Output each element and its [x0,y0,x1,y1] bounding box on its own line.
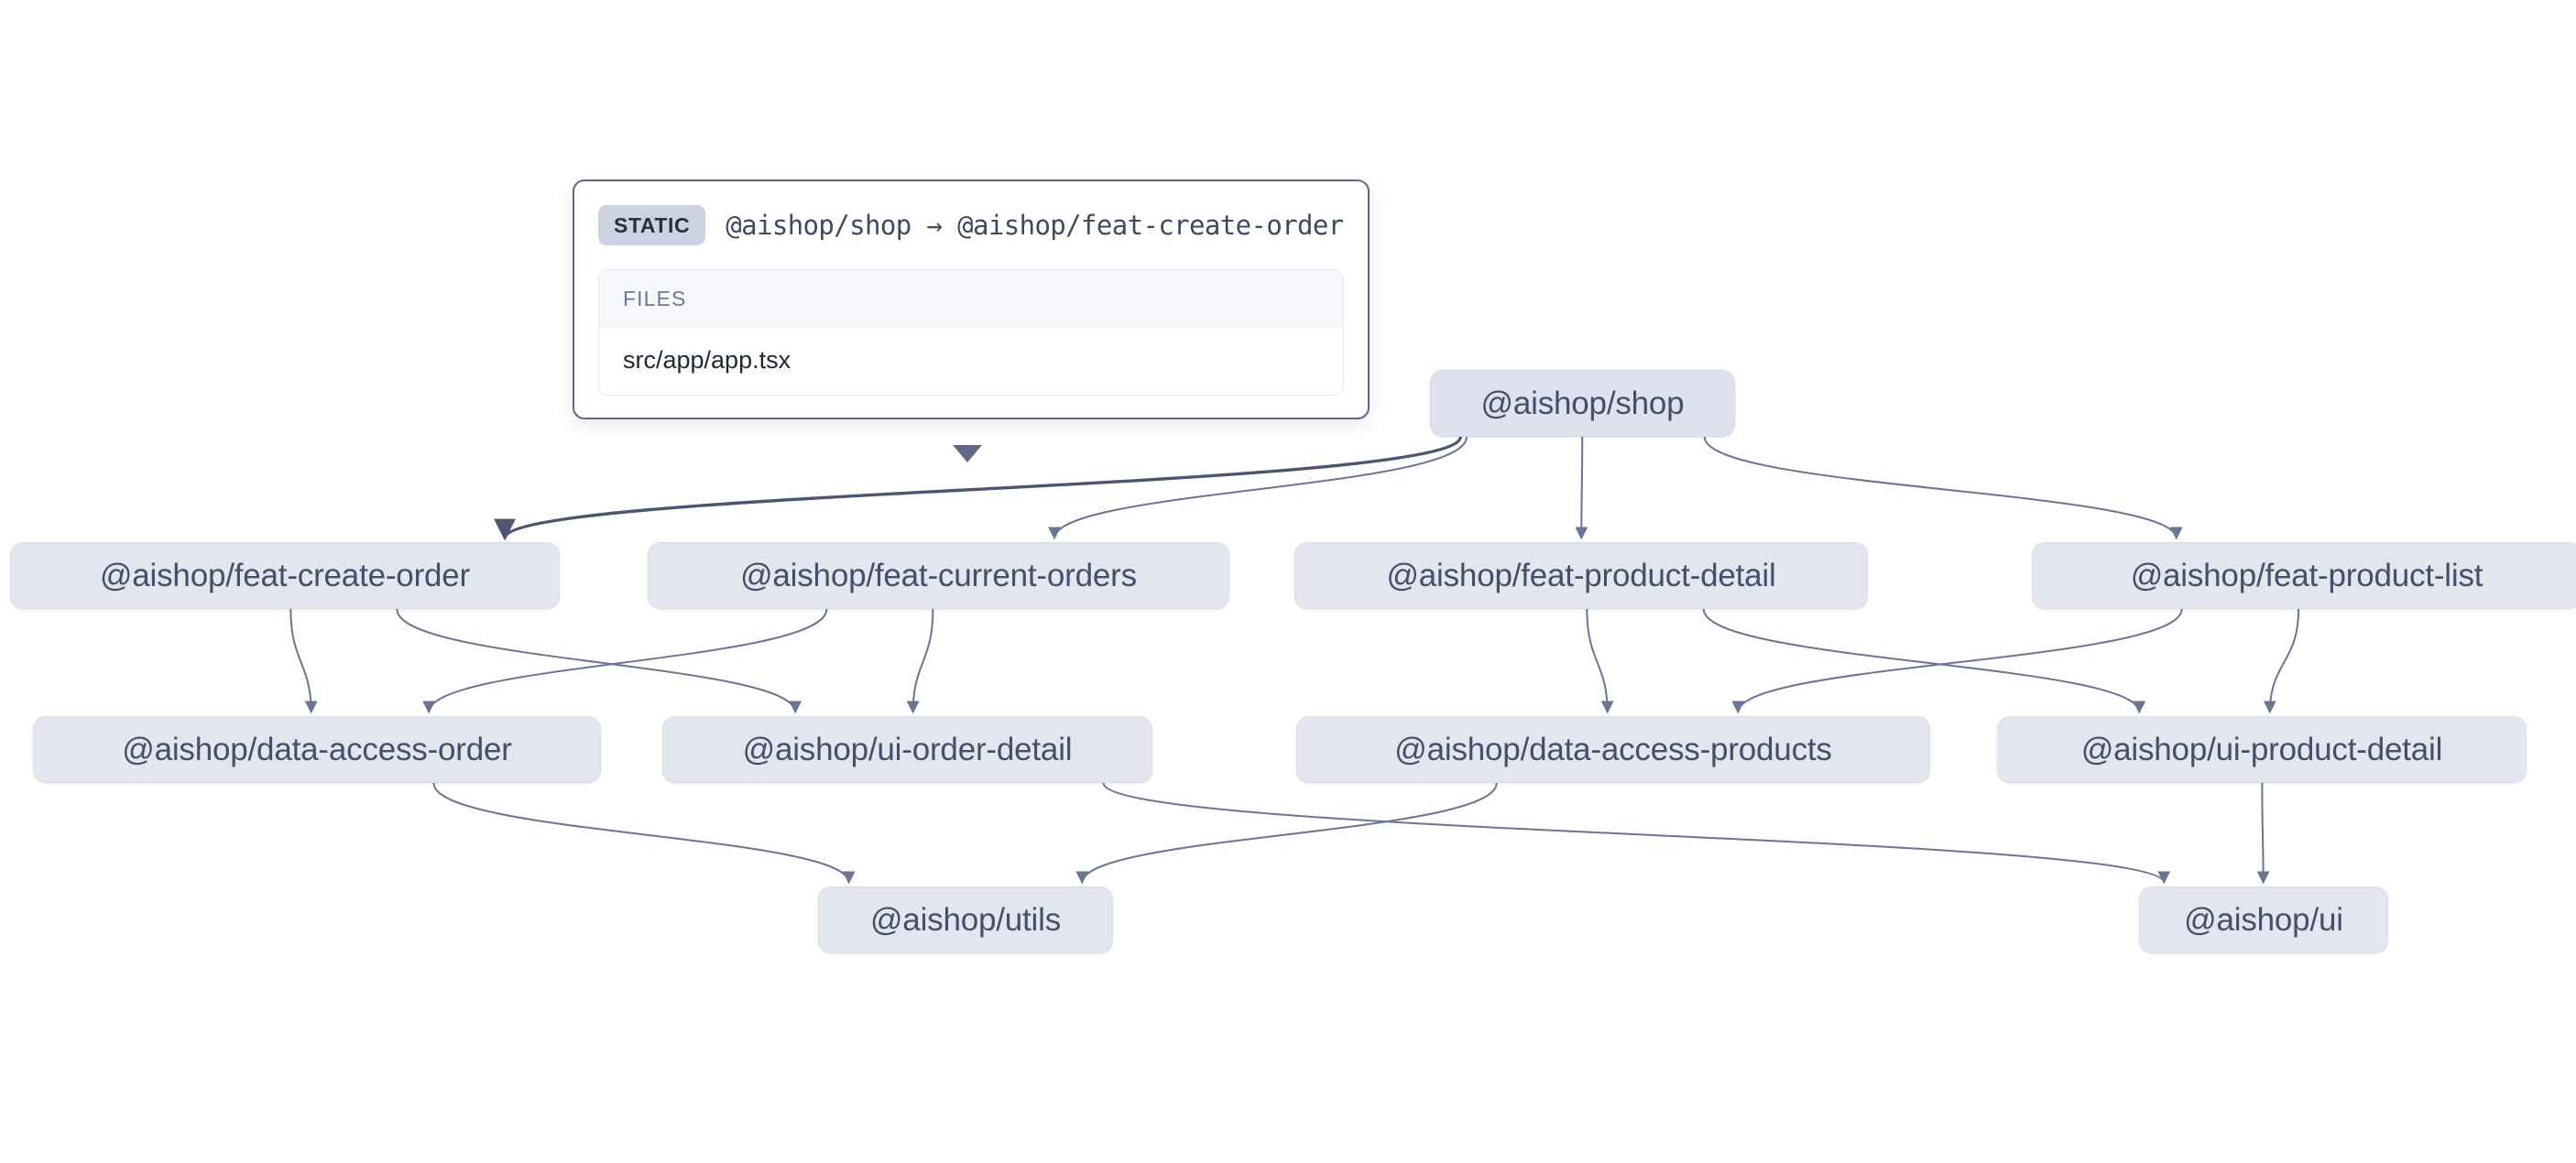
graph-node-utils[interactable]: @aishop/utils [818,886,1113,953]
graph-node-label: @aishop/feat-create-order [99,557,471,593]
graph-edge-data-access-products-to-utils [1075,782,1498,885]
graph-node-label: @aishop/utils [869,901,1062,938]
graph-node-feat-create-order[interactable]: @aishop/feat-create-order [10,542,560,609]
graph-node-label: @aishop/feat-current-orders [740,557,1137,593]
graph-node-label: @aishop/data-access-products [1394,731,1832,767]
graph-node-data-access-order[interactable]: @aishop/data-access-order [33,716,601,783]
tooltip-pointer-triangle [953,445,982,462]
graph-edge-shop-to-feat-product-detail [1575,436,1588,540]
static-dependency-badge: STATIC [598,205,706,245]
graph-edge-feat-product-list-to-ui-product-detail [2263,608,2300,714]
graph-edge-feat-product-list-to-data-access-products [1731,608,2183,714]
graph-edge-feat-product-detail-to-data-access-products [1586,608,1614,714]
dependency-title: @aishop/shop → @aishop/feat-create-order [726,210,1344,241]
graph-edge-shop-to-feat-create-order [494,436,1462,541]
graph-node-feat-current-orders[interactable]: @aishop/feat-current-orders [648,542,1229,609]
graph-node-label: @aishop/feat-product-detail [1386,557,1776,593]
graph-node-label: @aishop/ui-product-detail [2080,731,2443,767]
graph-node-ui[interactable]: @aishop/ui [2139,886,2388,953]
graph-node-ui-product-detail[interactable]: @aishop/ui-product-detail [1997,716,2527,783]
graph-edge-ui-product-detail-to-ui [2256,782,2270,885]
files-section-header: FILES [599,270,1343,328]
graph-node-label: @aishop/shop [1480,385,1685,421]
graph-node-label: @aishop/data-access-order [122,731,512,767]
graph-node-ui-order-detail[interactable]: @aishop/ui-order-detail [662,716,1152,783]
graph-edge-feat-product-detail-to-ui-product-detail [1702,608,2146,714]
graph-edge-feat-create-order-to-data-access-order [289,608,318,714]
graph-edge-data-access-order-to-utils [432,782,856,885]
tooltip-files-panel: FILES src/app/app.tsx [598,269,1344,396]
tooltip-header: STATIC @aishop/shop → @aishop/feat-creat… [598,205,1344,245]
graph-edge-ui-order-detail-to-ui [1102,782,2170,885]
graph-node-data-access-products[interactable]: @aishop/data-access-products [1296,716,1930,783]
graph-node-shop[interactable]: @aishop/shop [1430,370,1735,437]
dependency-tooltip-card[interactable]: STATIC @aishop/shop → @aishop/feat-creat… [573,179,1370,419]
graph-edge-shop-to-feat-current-orders [1048,436,1468,540]
graph-node-label: @aishop/ui-order-detail [742,731,1073,767]
graph-edge-feat-current-orders-to-ui-order-detail [906,608,934,714]
graph-edge-shop-to-feat-product-list [1703,436,2183,540]
file-list-item[interactable]: src/app/app.tsx [599,328,1343,395]
graph-node-label: @aishop/ui [2184,901,2343,938]
graph-node-feat-product-detail[interactable]: @aishop/feat-product-detail [1294,542,1868,609]
graph-node-label: @aishop/feat-product-list [2130,557,2483,593]
graph-edge-feat-create-order-to-ui-order-detail [396,608,802,714]
graph-node-feat-product-list[interactable]: @aishop/feat-product-list [2032,542,2576,609]
graph-edge-feat-current-orders-to-data-access-order [422,608,828,714]
